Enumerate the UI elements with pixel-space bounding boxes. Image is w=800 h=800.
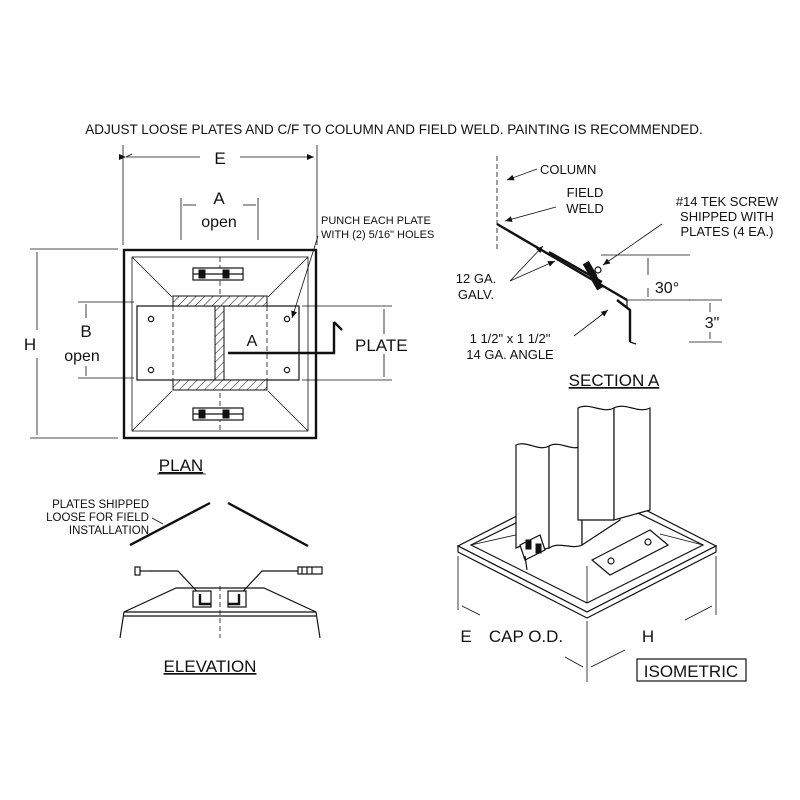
isometric-view: E CAP O.D. H ISOMETRIC xyxy=(456,405,747,682)
iso-dim-h: H xyxy=(642,627,654,646)
section-screw-1: #14 TEK SCREW xyxy=(676,194,779,209)
section-screw-3: PLATES (4 EA.) xyxy=(681,224,774,239)
section-title: SECTION A xyxy=(569,371,660,390)
plan-plate-label: PLATE xyxy=(355,336,408,355)
iso-title: ISOMETRIC xyxy=(644,662,738,681)
elevation-loose-1: PLATES SHIPPED xyxy=(52,499,149,511)
section-galv-1: 12 GA. xyxy=(456,271,496,286)
plan-dim-e: E xyxy=(214,149,225,168)
section-screw-2: SHIPPED WITH xyxy=(680,209,774,224)
plan-dim-a: A xyxy=(213,189,225,208)
plan-dim-h: H xyxy=(24,335,36,354)
plan-section-marker: A xyxy=(247,333,258,350)
elevation-loose-2: LOOSE FOR FIELD xyxy=(46,512,149,524)
plan-title: PLAN xyxy=(159,456,203,475)
plan-punch-note-1: PUNCH EACH PLATE xyxy=(321,215,431,227)
iso-cap-od: CAP O.D. xyxy=(489,627,563,646)
elevation-loose-3: INSTALLATION xyxy=(69,525,149,537)
plan-view: E A open H B open xyxy=(24,145,434,475)
section-field-weld-2: WELD xyxy=(566,201,604,216)
plan-dim-b-open: open xyxy=(64,348,100,365)
section-angle: 30° xyxy=(655,280,679,297)
elevation-view: PLATES SHIPPED LOOSE FOR FIELD INSTALLAT… xyxy=(46,499,323,676)
section-column-label: COLUMN xyxy=(540,162,596,177)
iso-dim-e: E xyxy=(460,627,471,646)
general-note: ADJUST LOOSE PLATES AND C/F TO COLUMN AN… xyxy=(85,122,703,137)
elevation-title: ELEVATION xyxy=(164,657,257,676)
section-dim-3: 3" xyxy=(705,315,720,332)
section-angle-size-1: 1 1/2" x 1 1/2" xyxy=(470,331,551,346)
section-angle-size-2: 14 GA. ANGLE xyxy=(466,347,554,362)
section-galv-2: GALV. xyxy=(458,287,494,302)
plan-punch-note-2: WITH (2) 5/16" HOLES xyxy=(321,229,434,241)
plan-dim-a-open: open xyxy=(201,214,237,231)
section-a-view: 30° 3" COLUMN FIELD WELD #14 TEK SCREW S… xyxy=(456,156,779,390)
section-field-weld-1: FIELD xyxy=(567,185,604,200)
plan-dim-b: B xyxy=(80,322,91,341)
